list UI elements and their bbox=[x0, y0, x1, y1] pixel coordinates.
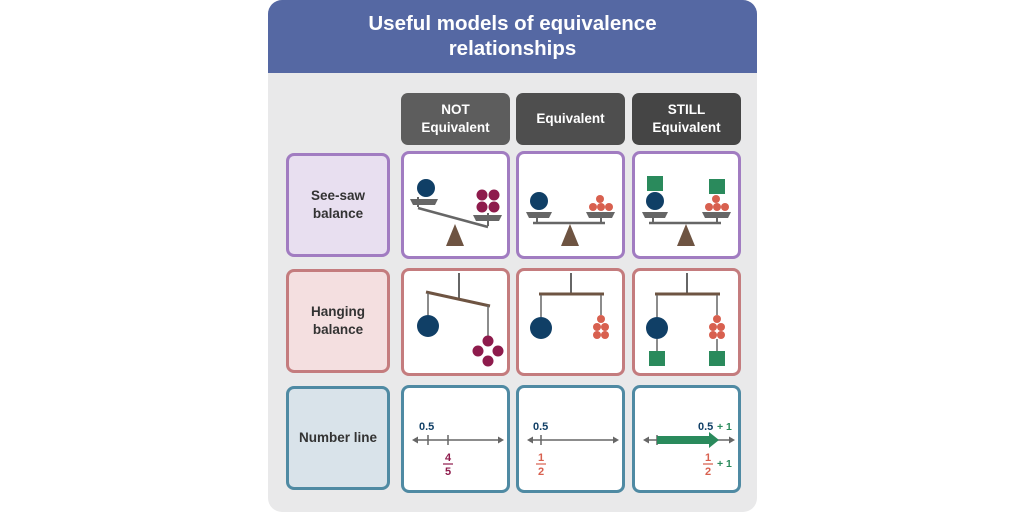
row-label-text: Number line bbox=[298, 430, 377, 445]
row-label-hanging: Hanging balance bbox=[286, 269, 390, 373]
hanging-still-equivalent bbox=[632, 268, 741, 376]
hanging-tilted-illustration bbox=[417, 273, 504, 367]
top-value: 0.5 bbox=[419, 421, 434, 433]
title-line-1: Useful models of equivalence bbox=[368, 12, 657, 35]
row-label-text: balance bbox=[312, 206, 364, 221]
fraction-numerator: 1 bbox=[705, 452, 711, 464]
column-header-still-equivalent: STILL Equivalent bbox=[632, 93, 741, 145]
seesaw-not-equivalent bbox=[401, 151, 510, 259]
header-text: NOT bbox=[441, 102, 470, 117]
title-banner: Useful models of equivalence relationshi… bbox=[268, 0, 757, 73]
header-text: STILL bbox=[667, 102, 706, 117]
models-panel: Useful models of equivalence relationshi… bbox=[268, 0, 757, 512]
seesaw-still-equivalent bbox=[632, 151, 741, 259]
seesaw-balanced-illustration bbox=[526, 192, 615, 246]
fraction-numerator: 1 bbox=[538, 452, 544, 464]
bottom-plus-one: + 1 bbox=[717, 458, 732, 470]
numberline-not-equivalent: 0.5 4 5 bbox=[401, 385, 510, 493]
top-plus-one: + 1 bbox=[717, 421, 732, 433]
shift-arrow bbox=[657, 436, 709, 444]
header-text: Equivalent bbox=[652, 120, 721, 135]
fraction-denominator: 2 bbox=[705, 466, 711, 478]
header-text: Equivalent bbox=[421, 120, 490, 135]
numberline-equivalent-illustration: 0.5 1 2 bbox=[527, 421, 619, 478]
seesaw-balanced-plus-one-illustration bbox=[642, 176, 731, 246]
top-value: 0.5 bbox=[698, 421, 713, 433]
numberline-equivalent: 0.5 1 2 bbox=[516, 385, 625, 493]
row-label-number-line: Number line bbox=[286, 386, 390, 490]
hanging-equivalent bbox=[516, 268, 625, 376]
column-header-equivalent: Equivalent bbox=[516, 93, 625, 145]
row-label-see-saw: See-saw balance bbox=[286, 153, 390, 257]
page-title: Useful models of equivalence relationshi… bbox=[268, 11, 757, 61]
column-header-not-equivalent: NOT Equivalent bbox=[401, 93, 510, 145]
header-text: Equivalent bbox=[536, 111, 605, 126]
hanging-balanced-illustration bbox=[530, 273, 609, 339]
numberline-not-equivalent-illustration: 0.5 4 5 bbox=[412, 421, 504, 478]
row-label-text: Hanging bbox=[311, 304, 365, 319]
title-line-2: relationships bbox=[448, 37, 577, 60]
fraction-numerator: 4 bbox=[445, 452, 452, 464]
row-label-text: balance bbox=[312, 322, 364, 337]
hanging-not-equivalent bbox=[401, 268, 510, 376]
numberline-still-equivalent: 0.5 + 1 1 2 + 1 bbox=[632, 385, 741, 493]
fraction-denominator: 2 bbox=[538, 466, 544, 478]
row-label-text: See-saw bbox=[310, 188, 366, 203]
top-value: 0.5 bbox=[533, 421, 548, 433]
numberline-still-equivalent-illustration: 0.5 + 1 1 2 + 1 bbox=[643, 421, 735, 478]
fraction-denominator: 5 bbox=[445, 466, 451, 478]
seesaw-tilted-illustration bbox=[410, 179, 502, 246]
hanging-balanced-plus-one-illustration bbox=[646, 273, 725, 366]
seesaw-equivalent bbox=[516, 151, 625, 259]
